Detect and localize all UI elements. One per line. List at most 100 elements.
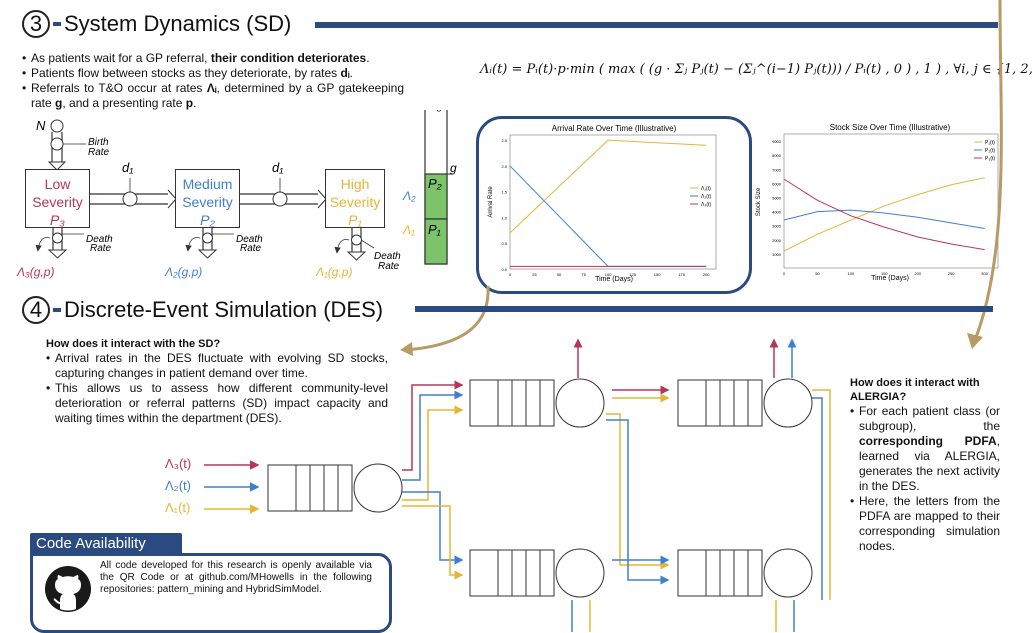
stock-y-label: Stock Size [756, 187, 762, 216]
bar-p2: P₂ [428, 176, 442, 191]
x-tick-label: 100 [848, 271, 855, 276]
section-3-rule [315, 22, 998, 28]
x-tick-label: 125 [629, 272, 636, 277]
des-node-bottom-left [469, 548, 605, 598]
x-tick-label: 175 [678, 272, 685, 277]
section-4-rule [415, 306, 993, 312]
death-rate-label-2: Death [236, 234, 263, 245]
x-tick-label: 0 [509, 272, 512, 277]
death-rate-label-3: Death [374, 251, 401, 262]
stock-high-line1: High [340, 176, 370, 192]
stock-medium-line1: Medium [182, 176, 233, 192]
stock-medium-var: P₂ [200, 212, 215, 228]
bar-g: g [450, 161, 457, 175]
stock-bar: P₃ P₂ P₁ g Λ₂ Λ₁ [402, 110, 457, 265]
section-title: System Dynamics (SD) [64, 11, 292, 36]
alergia-interaction-text: How does it interact with ALERGIA? For e… [850, 376, 1000, 554]
x-tick-label: 50 [815, 271, 820, 276]
d1-label-2: d₁ [272, 160, 283, 175]
input-lambda1: Λ₁(t) [165, 500, 191, 515]
stock-size-chart: Stock Size Over Time (Illustrative) Time… [756, 123, 999, 282]
stock-x-label: Time (Days) [871, 275, 909, 282]
y-tick-label: 2000 [772, 238, 782, 243]
des-node-top-left [469, 378, 605, 428]
lambda2-label: Λ₂(g,p) [164, 265, 202, 279]
x-tick-label: 0 [783, 271, 786, 276]
series-line-2 [783, 209, 985, 229]
y-tick-label: 2.0 [501, 164, 507, 169]
lambda1-label: Λ₁(g,p) [315, 265, 352, 279]
lambda3-label: Λ₃(g,p) [16, 265, 54, 279]
arrival-chart-title: Arrival Rate Over Time (Illustrative) [552, 124, 677, 133]
sd-bullet-2: This allows us to assess how different c… [46, 381, 388, 426]
arrival-rate-formula: Λᵢ(t) = Pᵢ(t)·p·min ( max ( (g · Σⱼ Pⱼ(t… [480, 62, 1032, 77]
y-tick-label: 2.5 [501, 138, 507, 143]
y-tick-label: 4000 [772, 210, 782, 215]
deterioration-flow-1: d₁ [90, 160, 177, 209]
y-tick-label: 9000 [772, 139, 782, 144]
source-cloud [50, 119, 64, 133]
code-availability-title: Code Availability [30, 533, 182, 555]
stock-high-var: P₁ [348, 212, 362, 228]
sd-interaction-bullets: Arrival rates in the DES fluctuate with … [46, 351, 388, 426]
n-label: N [36, 118, 46, 133]
stock-medium-line2: Severity [182, 194, 233, 210]
header-connector [53, 22, 61, 26]
stock-high-severity: High Severity P₁ [325, 169, 385, 228]
code-availability-text: All code developed for this research is … [100, 560, 372, 595]
bar-lambda2: Λ₂ [402, 189, 416, 203]
code-availability-card: Code Availability All code developed for… [30, 533, 392, 633]
arrival-rate-chart: Arrival Rate Over Time (Illustrative) Ti… [488, 124, 717, 283]
section-4-title: Discrete-Event Simulation (DES) [64, 297, 384, 322]
bar-p1: P₁ [428, 222, 441, 237]
x-tick-label: 200 [914, 271, 921, 276]
sd-bullet-1: Arrival rates in the DES fluctuate with … [46, 351, 388, 381]
legend-label: Λ₃(t) [701, 202, 711, 208]
stock-low-var: P₃ [50, 212, 65, 228]
des-node-top-right [677, 378, 813, 428]
des-node-entry [267, 463, 403, 513]
outflows: Death Rate Death Rate Death Rate [35, 228, 401, 272]
github-icon [45, 566, 91, 612]
death-rate-label-2b: Rate [240, 243, 262, 254]
des-routes [402, 338, 831, 632]
legend-label: P₂(t) [985, 148, 995, 154]
stock-high-line2: Severity [329, 194, 381, 210]
bullet-3: Referrals to T&O occur at rates Λᵢ, dete… [22, 81, 404, 111]
arrival-y-label: Arrival Rate [488, 186, 494, 218]
x-tick-label: 150 [881, 271, 888, 276]
series-line-3 [783, 178, 985, 251]
tan-arrow-left [404, 285, 490, 352]
stock-low-line1: Low [44, 176, 71, 192]
stock-low-line2: Severity [32, 194, 83, 210]
y-tick-label: 0.5 [501, 241, 507, 246]
section-3-bullets: As patients wait for a GP referral, thei… [22, 51, 404, 111]
tan-arrow-right [973, 0, 1003, 341]
section-number: 3 [22, 10, 50, 38]
y-tick-label: 6000 [772, 181, 782, 186]
x-tick-label: 100 [605, 272, 612, 277]
legend-label: Λ₂(t) [701, 194, 711, 200]
bullet-2: Patients flow between stocks as they det… [22, 66, 404, 81]
d1-label-1: d₁ [122, 160, 133, 175]
section-4-header: 4 Discrete-Event Simulation (DES) [22, 296, 383, 324]
y-tick-label: 1000 [772, 252, 782, 257]
des-node-bottom-right [677, 548, 813, 598]
y-tick-label: 1.5 [501, 190, 507, 195]
birth-rate-label-2: Rate [88, 147, 110, 158]
section-3-header: 3 System Dynamics (SD) [22, 10, 291, 38]
header-connector-4 [53, 308, 61, 312]
x-tick-label: 150 [654, 272, 661, 277]
deterioration-flow-2: d₁ [240, 160, 327, 209]
death-rate-label-1: Death [86, 234, 113, 245]
death-rate-label-3b: Rate [378, 261, 400, 272]
x-tick-label: 250 [948, 271, 955, 276]
stock-low-severity: Low Severity P₃ [25, 169, 90, 228]
series-line-1 [509, 139, 707, 234]
y-tick-label: 7000 [772, 167, 782, 172]
alergia-heading: How does it interact with ALERGIA? [850, 377, 980, 403]
y-tick-label: 0.0 [501, 267, 507, 272]
x-tick-label: 50 [557, 272, 562, 277]
legend-label: P₁(t) [985, 140, 995, 146]
